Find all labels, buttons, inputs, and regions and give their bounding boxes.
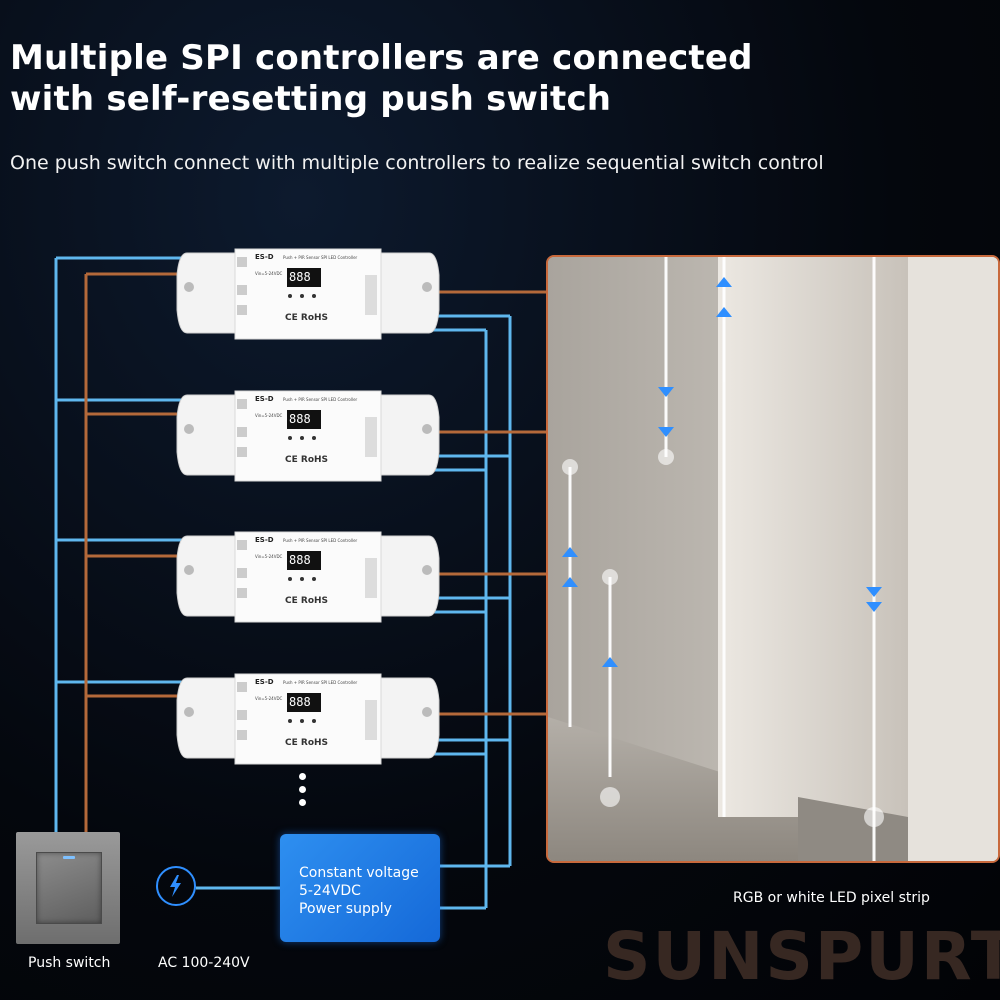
page-title: Multiple SPI controllers are connected w… xyxy=(10,38,970,120)
switch-indicator-icon xyxy=(63,856,75,859)
push-switch xyxy=(16,832,120,944)
spi-controller: ES-D Push + PIR Sensor SPI LED Controlle… xyxy=(175,528,441,623)
controller-brand: ES-D xyxy=(255,678,274,686)
controller-model: Push + PIR Sensor SPI LED Controller xyxy=(283,397,358,402)
controller-marks: CE RoHS xyxy=(285,596,329,606)
push-switch-key xyxy=(36,852,102,924)
ac-input-label: AC 100-240V xyxy=(158,955,250,971)
controller-display: 888 xyxy=(289,553,311,567)
controller-model: Push + PIR Sensor SPI LED Controller xyxy=(283,538,358,543)
brand-watermark: SUNSPURT xyxy=(603,918,1000,995)
psu-line-3: Power supply xyxy=(299,901,392,917)
led-strip-photo xyxy=(546,255,1000,863)
controller-marks: CE RoHS xyxy=(285,738,329,748)
spi-controller: ES-D Push + PIR Sensor SPI LED Controlle… xyxy=(175,387,441,482)
push-switch-label: Push switch xyxy=(28,955,111,971)
controller-specs: Vin=5-24VDC xyxy=(255,271,283,276)
more-controllers-ellipsis xyxy=(299,773,306,812)
controller-brand: ES-D xyxy=(255,536,274,544)
arrow-icon xyxy=(562,277,882,667)
controller-marks: CE RoHS xyxy=(285,313,329,323)
controller-specs: Vin=5-24VDC xyxy=(255,413,283,418)
spi-controller: ES-D Push + PIR Sensor SPI LED Controlle… xyxy=(175,670,441,765)
controller-brand: ES-D xyxy=(255,395,274,403)
strip-label: RGB or white LED pixel strip xyxy=(733,890,930,906)
controller-model: Push + PIR Sensor SPI LED Controller xyxy=(283,255,358,260)
title-line-2: with self-resetting push switch xyxy=(10,79,612,119)
controller-display: 888 xyxy=(289,270,311,284)
wall-illustration xyxy=(548,257,998,861)
spi-controller: ES-D Push + PIR Sensor SPI LED Controlle… xyxy=(175,245,441,340)
controller-model: Push + PIR Sensor SPI LED Controller xyxy=(283,680,358,685)
title-line-1: Multiple SPI controllers are connected xyxy=(10,38,753,78)
controller-specs: Vin=5-24VDC xyxy=(255,696,283,701)
psu-line-2: 5-24VDC xyxy=(299,883,361,899)
page-subtitle: One push switch connect with multiple co… xyxy=(10,152,824,174)
psu-line-1: Constant voltage xyxy=(299,865,419,881)
lightning-icon xyxy=(156,866,196,906)
controller-display: 888 xyxy=(289,695,311,709)
controller-display: 888 xyxy=(289,412,311,426)
power-supply: Constant voltage 5-24VDC Power supply xyxy=(280,834,440,942)
controller-specs: Vin=5-24VDC xyxy=(255,554,283,559)
controller-marks: CE RoHS xyxy=(285,455,329,465)
controller-brand: ES-D xyxy=(255,253,274,261)
